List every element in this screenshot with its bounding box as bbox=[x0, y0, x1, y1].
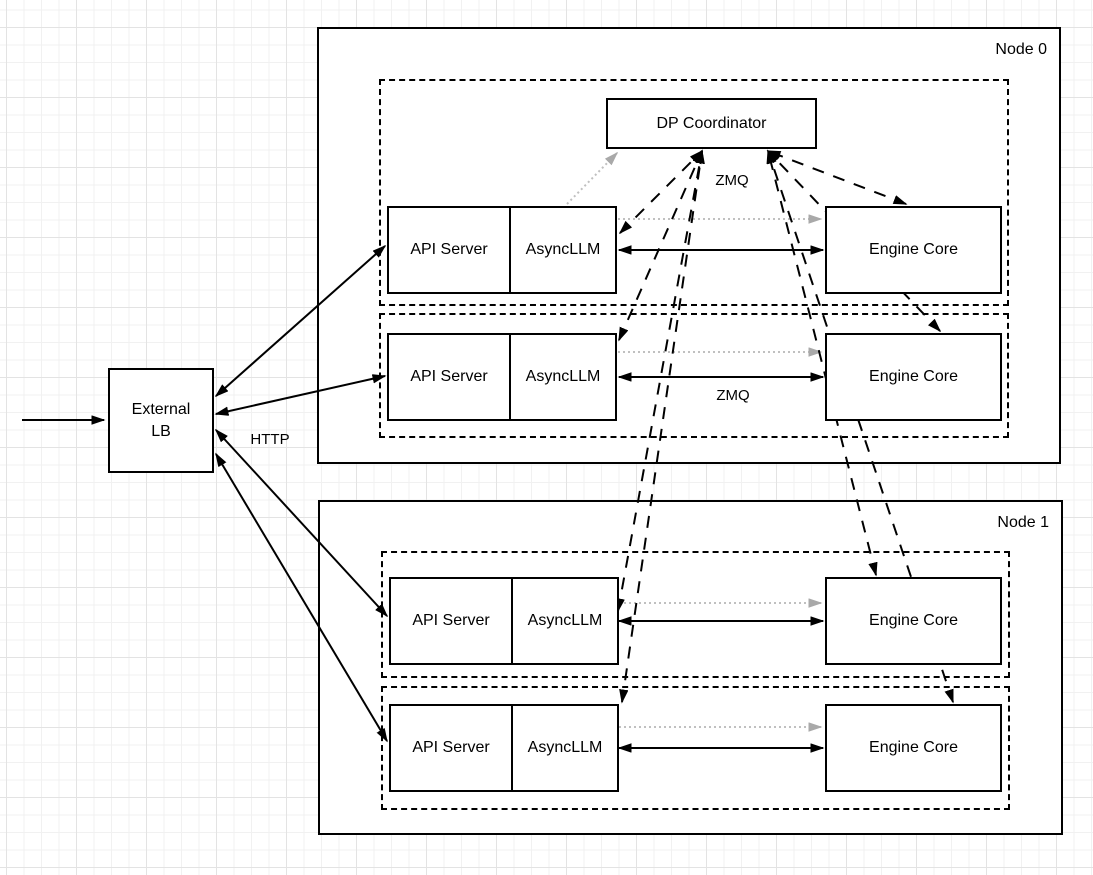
api-server-cell: API Server bbox=[389, 208, 511, 292]
engine-core-box-n1r0: Engine Core bbox=[825, 577, 1002, 665]
external-lb-label-line2: LB bbox=[151, 422, 171, 440]
asyncllm-cell: AsyncLLM bbox=[525, 368, 601, 385]
api-asyncllm-box-n1r1: API Server AsyncLLM bbox=[389, 704, 619, 792]
engine-core-label: Engine Core bbox=[869, 612, 958, 629]
api-asyncllm-box-n0r0: API Server AsyncLLM bbox=[387, 206, 617, 294]
dp-coordinator-box: DP Coordinator bbox=[606, 98, 817, 149]
asyncllm-cell: AsyncLLM bbox=[527, 739, 603, 756]
zmq-label-row: ZMQ bbox=[716, 387, 750, 404]
zmq-label-coordinator: ZMQ bbox=[715, 172, 749, 189]
dp-coordinator-label: DP Coordinator bbox=[656, 114, 767, 132]
engine-core-box-n0r1: Engine Core bbox=[825, 333, 1002, 421]
api-server-cell: API Server bbox=[391, 706, 513, 790]
api-server-cell: API Server bbox=[389, 335, 511, 419]
api-asyncllm-box-n1r0: API Server AsyncLLM bbox=[389, 577, 619, 665]
engine-core-label: Engine Core bbox=[869, 241, 958, 258]
api-server-cell: API Server bbox=[391, 579, 513, 663]
engine-core-label: Engine Core bbox=[869, 368, 958, 385]
api-asyncllm-box-n0r1: API Server AsyncLLM bbox=[387, 333, 617, 421]
engine-core-box-n0r0: Engine Core bbox=[825, 206, 1002, 294]
engine-core-box-n1r1: Engine Core bbox=[825, 704, 1002, 792]
http-label: HTTP bbox=[250, 431, 290, 448]
asyncllm-cell: AsyncLLM bbox=[525, 241, 601, 258]
engine-core-label: Engine Core bbox=[869, 739, 958, 756]
asyncllm-cell: AsyncLLM bbox=[527, 612, 603, 629]
external-lb-box: External LB bbox=[108, 368, 214, 473]
external-lb-label-line1: External bbox=[131, 400, 191, 418]
